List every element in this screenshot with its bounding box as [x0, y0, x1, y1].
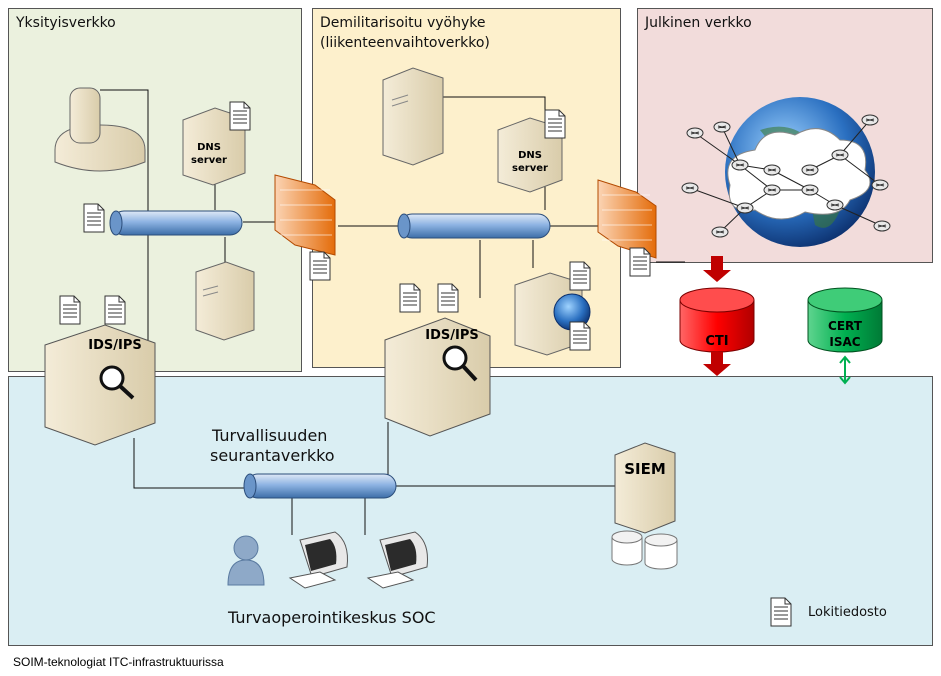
- ids-ips-server-center-icon: IDS/IPS: [384, 317, 491, 437]
- router-11-icon: [826, 199, 844, 211]
- router-13-icon: [681, 182, 699, 194]
- figure-caption: SOIM-teknologiat ITC-infrastruktuurissa: [13, 655, 224, 669]
- dmz-pipe: [397, 213, 551, 239]
- dns-server-label-1: DNS: [197, 142, 221, 153]
- workstation-2-icon: [366, 531, 428, 589]
- router-12-icon: [736, 202, 754, 214]
- monitoring-network-label-1: Turvallisuuden: [212, 426, 328, 445]
- router-3-icon: [731, 159, 749, 171]
- dmz-dns-label-2: server: [512, 163, 548, 174]
- router-14-icon: [711, 226, 729, 238]
- pipe-log-file-icon: [83, 203, 105, 233]
- dmz-server-icon: [382, 67, 444, 166]
- cti-arrow-down-bottom-icon: [703, 352, 731, 376]
- dmz-dns-log-icon: [544, 109, 566, 139]
- monitoring-network-label-2: seurantaverkko: [210, 446, 335, 465]
- operator-person-icon: [227, 535, 265, 586]
- ids-ips-label-center: IDS/IPS: [425, 328, 478, 343]
- router-1-icon: [686, 127, 704, 139]
- dns-log-file-icon: [229, 101, 251, 131]
- dmz-dns-label-1: DNS: [518, 150, 542, 161]
- router-10-icon: [871, 179, 889, 191]
- siem-label: SIEM: [624, 460, 666, 478]
- router-8-icon: [831, 149, 849, 161]
- legend-log-file-icon: [770, 597, 792, 627]
- ids-log-file-2-icon: [104, 295, 126, 325]
- ids-log-file-1-icon: [59, 295, 81, 325]
- siem-server-icon: SIEM: [614, 442, 676, 534]
- private-network-pipe: [109, 210, 243, 236]
- firewall-left-icon: [274, 174, 336, 256]
- isac-label: ISAC: [829, 335, 860, 349]
- router-7-icon: [801, 184, 819, 196]
- web-server-log-2-icon: [569, 321, 591, 351]
- ids-ips-server-left-icon: IDS/IPS: [44, 324, 156, 446]
- dmz-label-line2: (liikenteenvaihtoverkko): [320, 35, 490, 51]
- cti-label: CTI: [705, 334, 728, 349]
- router-4-icon: [763, 164, 781, 176]
- router-15-icon: [873, 220, 891, 232]
- web-server-icon: [514, 272, 591, 356]
- monitoring-pipe: [243, 473, 397, 499]
- firewall-right-icon: [597, 179, 657, 259]
- cti-database-icon: CTI: [679, 287, 755, 353]
- cert-bidirectional-arrow-icon: [839, 355, 851, 385]
- public-network-label: Julkinen verkko: [645, 15, 752, 31]
- dns-server-label-2: server: [191, 155, 227, 166]
- firewall-left-log-icon: [309, 251, 331, 281]
- dmz-label-line1: Demilitarisoitu vyöhyke: [320, 15, 486, 31]
- router-6-icon: [801, 164, 819, 176]
- web-server-log-1-icon: [569, 261, 591, 291]
- connection-lines: [100, 89, 685, 535]
- workstation-1-icon: [288, 531, 348, 589]
- cert-label: CERT: [828, 319, 863, 333]
- ids-center-log-2-icon: [437, 283, 459, 313]
- private-server-icon: [195, 261, 255, 341]
- router-2-icon: [713, 121, 731, 133]
- cert-isac-database-icon: CERT ISAC: [807, 287, 883, 353]
- router-5-icon: [763, 184, 781, 196]
- ids-center-log-1-icon: [399, 283, 421, 313]
- siem-storage-icon: [611, 530, 678, 570]
- cti-arrow-down-top-icon: [703, 256, 731, 282]
- router-9-icon: [861, 114, 879, 126]
- firewall-right-log-icon: [629, 247, 651, 277]
- private-network-label: Yksityisverkko: [16, 15, 116, 31]
- legend-log-file-label: Lokitiedosto: [808, 605, 887, 620]
- ids-ips-label-left: IDS/IPS: [88, 338, 141, 353]
- soc-label: Turvaoperointikeskus SOC: [228, 608, 436, 627]
- workstation-device-icon: [54, 87, 146, 172]
